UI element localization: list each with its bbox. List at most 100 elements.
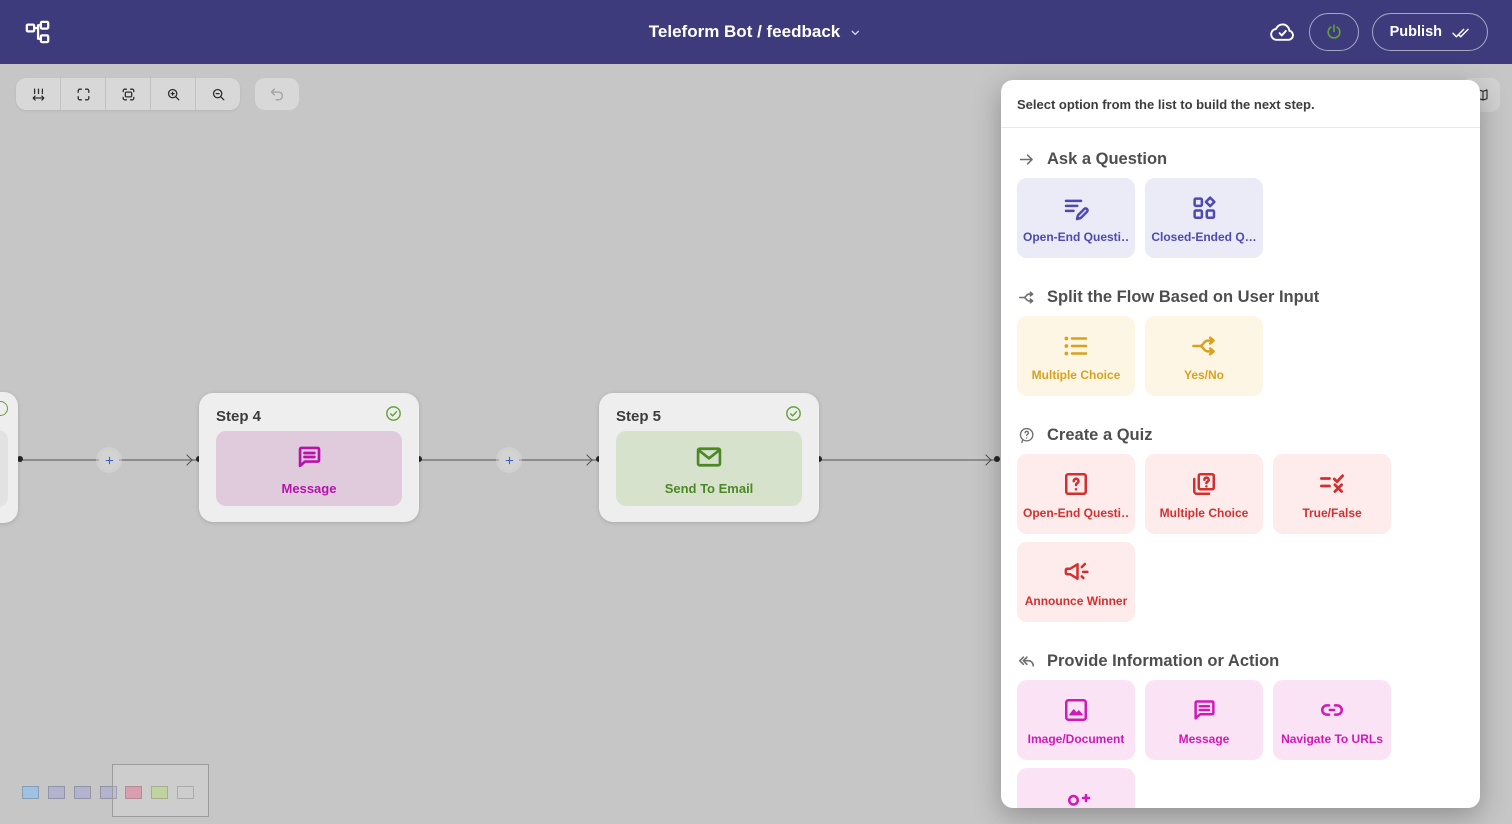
option-card-message[interactable]: Message	[1145, 680, 1263, 760]
option-card-person-add-icon[interactable]	[1017, 768, 1135, 808]
message-icon	[1189, 695, 1219, 725]
option-card-label: Multiple Choice	[1159, 505, 1249, 520]
panel-title: Select option from the list to build the…	[1001, 80, 1480, 128]
next-step-panel: Select option from the list to build the…	[1001, 80, 1480, 808]
app-header: Teleform Bot / feedback Publish	[0, 0, 1512, 64]
undo-button[interactable]	[255, 78, 299, 110]
node-type-block: Message	[216, 431, 402, 506]
person-add-icon	[1061, 790, 1091, 808]
node-title: Step 5	[616, 407, 662, 425]
option-card-open-end-questi[interactable]: Open-End Questi…	[1017, 454, 1135, 534]
power-icon	[1324, 22, 1344, 42]
option-card-multiple-choice[interactable]: Multiple Choice	[1017, 316, 1135, 396]
connection-point	[416, 456, 422, 462]
layout-button[interactable]	[16, 78, 60, 110]
closed-ended-question-icon	[1189, 193, 1219, 223]
option-card-label: Yes/No	[1183, 367, 1225, 382]
power-icon	[1324, 22, 1344, 42]
publish-button[interactable]: Publish	[1371, 13, 1488, 51]
split-arrows-icon	[1017, 288, 1036, 307]
minimap-viewport[interactable]	[112, 764, 209, 817]
true-false-icon	[1317, 469, 1347, 499]
message-icon	[293, 441, 325, 473]
node-type-block: Send To Email	[616, 431, 802, 506]
zoom-in-button[interactable]	[150, 78, 195, 110]
option-card-yes-no[interactable]: Yes/No	[1145, 316, 1263, 396]
double-check-icon	[1451, 23, 1470, 42]
flow-logo-icon	[24, 19, 51, 46]
bot-title-dropdown[interactable]: Teleform Bot / feedback	[649, 22, 863, 42]
option-card-label: Announce Winner	[1024, 593, 1128, 608]
option-card-label: Navigate To URLs	[1281, 731, 1383, 746]
canvas-toolbar	[16, 78, 240, 110]
minimap-node	[22, 786, 39, 799]
section-title: Create a Quiz	[1047, 426, 1153, 444]
edge-arrowhead	[581, 454, 593, 466]
section-title: Split the Flow Based on User Input	[1047, 288, 1320, 306]
connection-point	[816, 456, 822, 462]
option-card-announce-winner[interactable]: Announce Winner	[1017, 542, 1135, 622]
add-step-button[interactable]	[499, 450, 519, 470]
connection-point	[994, 456, 1000, 462]
edge-arrowhead	[181, 454, 193, 466]
option-card-image-document[interactable]: Image/Document	[1017, 680, 1135, 760]
option-card-label: Open-End Questi…	[1023, 229, 1129, 244]
node-type-block	[0, 430, 8, 507]
plus-icon	[104, 455, 115, 466]
chevron-down-icon	[848, 25, 863, 40]
check-circle-icon	[384, 404, 403, 423]
email-icon	[693, 441, 725, 473]
check-circle-icon	[784, 404, 803, 423]
link-icon	[1317, 695, 1347, 725]
open-end-question-icon	[1061, 193, 1091, 223]
completed-check-icon	[784, 404, 803, 428]
option-card-open-end-questi[interactable]: Open-End Questi…	[1017, 178, 1135, 258]
fit-view-button[interactable]	[105, 78, 150, 110]
minimap[interactable]	[0, 690, 240, 824]
fullscreen-button[interactable]	[60, 78, 105, 110]
node-type-label: Message	[281, 481, 337, 496]
section-title: Provide Information or Action	[1047, 652, 1280, 670]
arrow-right-icon	[1017, 150, 1036, 169]
option-card-true-false[interactable]: True/False	[1273, 454, 1391, 534]
option-card-closed-ended-q[interactable]: Closed-Ended Q…	[1145, 178, 1263, 258]
list-icon	[1061, 331, 1091, 361]
option-card-multiple-choice[interactable]: Multiple Choice	[1145, 454, 1263, 534]
option-card-label: Open-End Questi…	[1023, 505, 1129, 520]
option-card-label: True/False	[1302, 505, 1362, 520]
option-card-label: Closed-Ended Q…	[1151, 229, 1257, 244]
minimap-node	[125, 786, 142, 799]
flow-node-step-5[interactable]: Step 5 Send To Email	[599, 393, 819, 522]
option-card-label: Message	[1178, 731, 1230, 746]
question-stack-icon	[1189, 469, 1219, 499]
distribute-icon	[30, 86, 47, 103]
reply-all-icon	[1017, 652, 1036, 671]
zoom-in-icon	[165, 86, 182, 103]
bot-power-toggle[interactable]	[1308, 13, 1359, 51]
undo-icon	[269, 86, 286, 103]
zoom-out-icon	[210, 86, 227, 103]
megaphone-icon	[1061, 557, 1091, 587]
edge-arrowhead	[980, 454, 992, 466]
minimap-node	[74, 786, 91, 799]
flow-node-step-4[interactable]: Step 4 Message	[199, 393, 419, 522]
minimap-node	[48, 786, 65, 799]
option-card-navigate-to-urls[interactable]: Navigate To URLs	[1273, 680, 1391, 760]
zoom-out-button[interactable]	[195, 78, 240, 110]
double-check-icon	[1451, 23, 1470, 42]
fullscreen-icon	[75, 86, 92, 103]
flow-node-partial[interactable]	[0, 392, 18, 523]
connection-point	[17, 456, 23, 462]
flow-logo-icon[interactable]	[24, 19, 51, 46]
option-card-label: Image/Document	[1027, 731, 1125, 746]
add-step-button[interactable]	[99, 450, 119, 470]
page-title: Teleform Bot / feedback	[648, 22, 841, 41]
node-title: Step 4	[216, 407, 262, 425]
cloud-saved-icon	[1269, 19, 1296, 46]
cloud-check-icon	[1269, 19, 1296, 46]
split-arrows-icon	[1189, 331, 1219, 361]
fit-view-icon	[120, 86, 137, 103]
